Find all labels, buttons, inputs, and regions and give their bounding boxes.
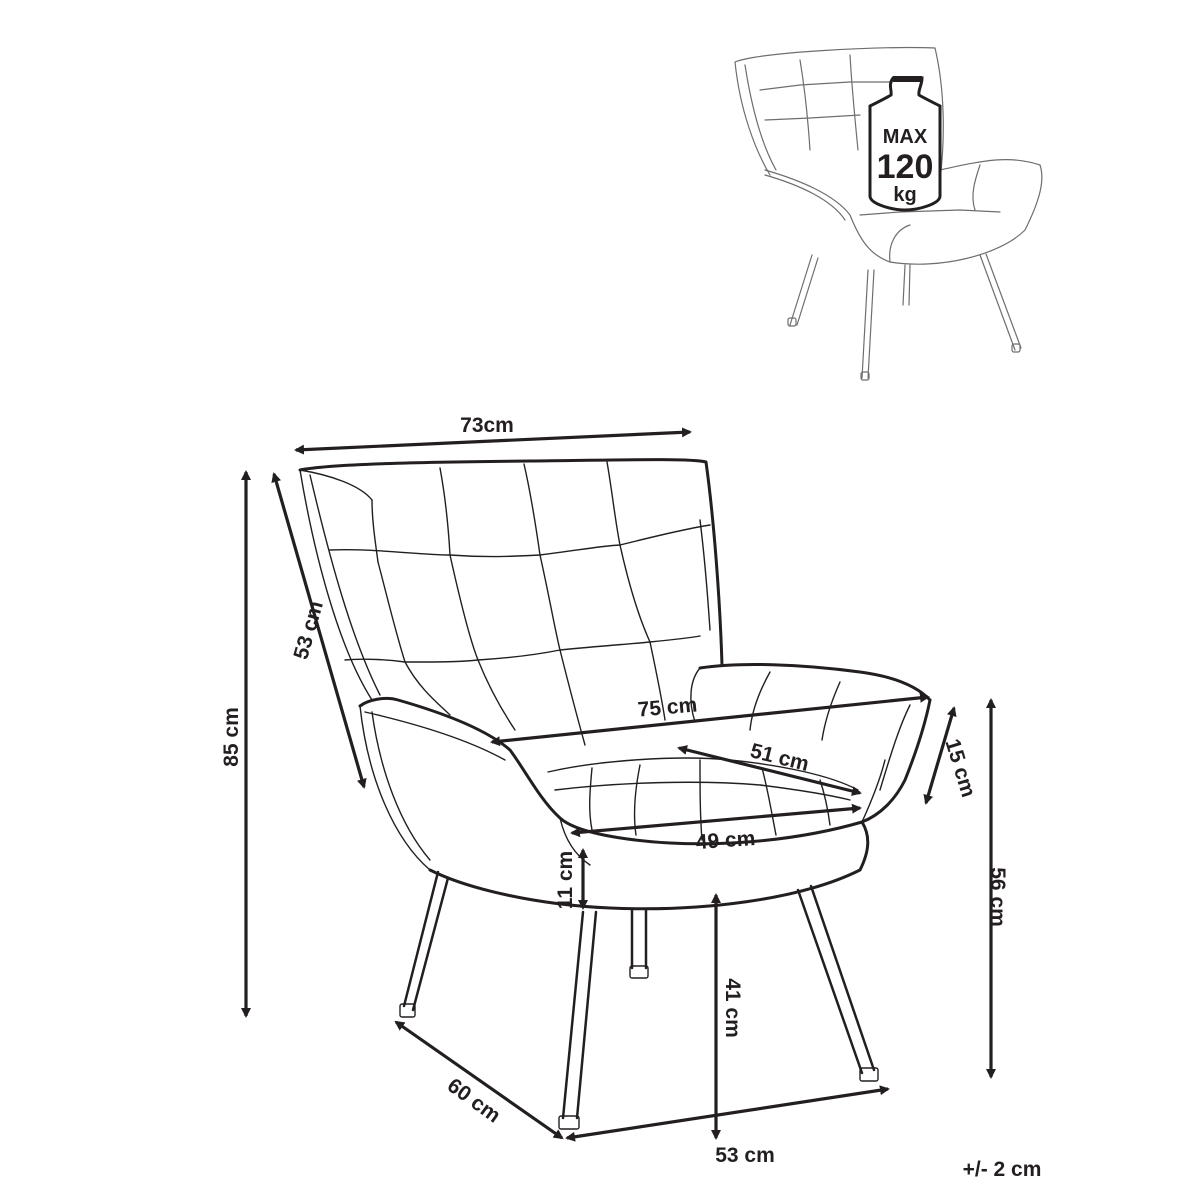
dimension-arrows: [241, 427, 996, 1142]
arrow-seat-width: [570, 803, 862, 838]
arrow-armrest-height: [923, 706, 957, 805]
label-seat-width: 49 cm: [695, 827, 756, 854]
label-armrest-height: 15 cm: [941, 736, 980, 800]
main-chair: [298, 458, 932, 1130]
badge-weight-value: 120: [877, 148, 934, 186]
weight-capacity-badge: MAX 120 kg: [868, 76, 942, 212]
label-overall-width: 73cm: [460, 414, 514, 437]
arrow-armrest-width: [490, 692, 930, 747]
tolerance-note: +/- 2 cm: [963, 1158, 1042, 1181]
arrow-overall-width: [294, 427, 692, 455]
label-leg-width: 53 cm: [715, 1144, 775, 1167]
label-backrest-height: 53 cm: [289, 598, 328, 662]
badge-max-label: MAX: [883, 126, 928, 148]
label-arm-height-floor: 56 cm: [986, 867, 1009, 927]
label-seat-thickness: 11 cm: [554, 851, 577, 909]
label-seat-depth: 51 cm: [748, 739, 811, 776]
badge-unit-label: kg: [893, 184, 916, 206]
reference-chair: [734, 47, 1043, 381]
arrow-backrest-height: [271, 472, 367, 789]
arrow-leg-width: [565, 1085, 890, 1142]
arrow-leg-depth: [394, 1020, 564, 1140]
label-armrest-width: 75 cm: [637, 693, 698, 721]
label-seat-height-floor: 41 cm: [721, 978, 744, 1038]
arrow-seat-depth: [677, 745, 862, 796]
label-overall-height: 85 cm: [220, 707, 243, 767]
label-leg-depth: 60 cm: [443, 1074, 505, 1128]
dimension-labels: 73cm 85 cm 53 cm 75 cm 51 cm 15 cm 49 cm…: [220, 414, 1041, 1181]
